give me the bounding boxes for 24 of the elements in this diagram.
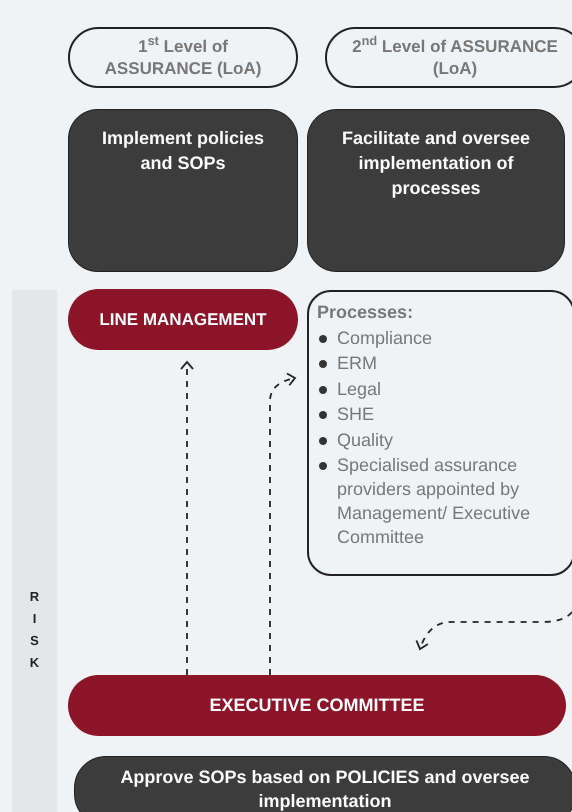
dashed-arrow	[416, 611, 572, 650]
list-item: Legal	[337, 378, 382, 400]
node-text: Facilitate and oversee implementation of processes	[340, 127, 532, 200]
node-text: 1$^{st}$ Level of ASSURANCE (LoA)	[104, 36, 262, 80]
list-item: Compliance	[337, 326, 432, 350]
node-text: 2$^{nd}$ Level of ASSURANCE (LoA)	[351, 36, 559, 80]
dashed-arrow	[180, 361, 194, 675]
level-pill	[325, 27, 572, 88]
task-pill	[74, 756, 572, 812]
task-box	[307, 109, 565, 272]
node-text: Approve SOPs based on POLICIES and oversee implementation	[119, 766, 531, 812]
list-item: ERM	[337, 352, 377, 375]
node-text: EXECUTIVE COMMITTEE	[209, 694, 424, 717]
task-box	[68, 109, 298, 272]
vertical-label: RISK	[30, 588, 40, 672]
list-item: SHE	[337, 403, 374, 426]
level-pill	[68, 27, 298, 88]
process-list-box	[307, 290, 572, 576]
node-text: LINE MANAGEMENT	[99, 308, 267, 331]
list-item: Specialised assurance providers appointed by Management/ Executive Committee	[337, 454, 532, 549]
node-text: Implement policies and SOPs	[100, 127, 266, 175]
list-item: Quality	[337, 428, 394, 452]
list-heading: Processes:	[317, 301, 414, 324]
dashed-arrow	[269, 372, 296, 675]
